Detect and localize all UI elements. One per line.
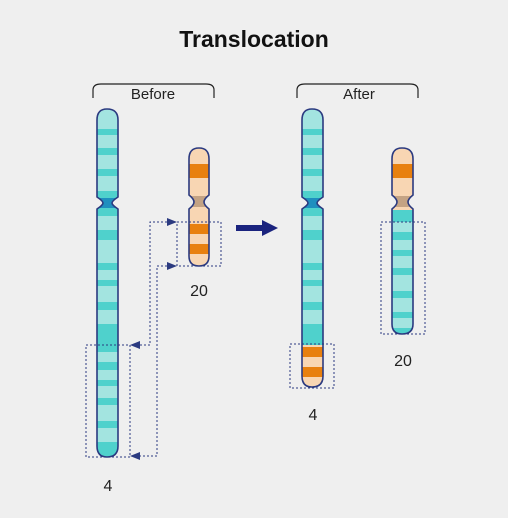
chromosome-20-after [391,147,414,335]
chromosome-4-before [96,108,119,458]
transition-arrow [236,220,278,236]
chromosome-20-after-label: 20 [394,353,412,370]
after-bracket: After [296,83,419,103]
chromosome-4-after [301,108,324,388]
chromosome-20-before-label: 20 [190,283,208,300]
exchange-path-chr20-to-chr4 [130,218,177,349]
before-bracket: Before [92,83,215,103]
chromosome-4-after-label: 4 [309,407,318,424]
chromosome-20-before [188,147,210,267]
diagram-title: Translocation [179,26,329,52]
chr4-segment-box [85,344,131,458]
chr20-after-segment-box [380,221,426,335]
chromosome-4-before-label: 4 [104,478,113,495]
chr20-segment-box [176,221,222,267]
before-label: Before [131,86,175,103]
exchange-path-chr4-to-chr20 [130,262,177,460]
after-label: After [343,86,375,103]
chr4-after-segment-box [289,343,335,389]
